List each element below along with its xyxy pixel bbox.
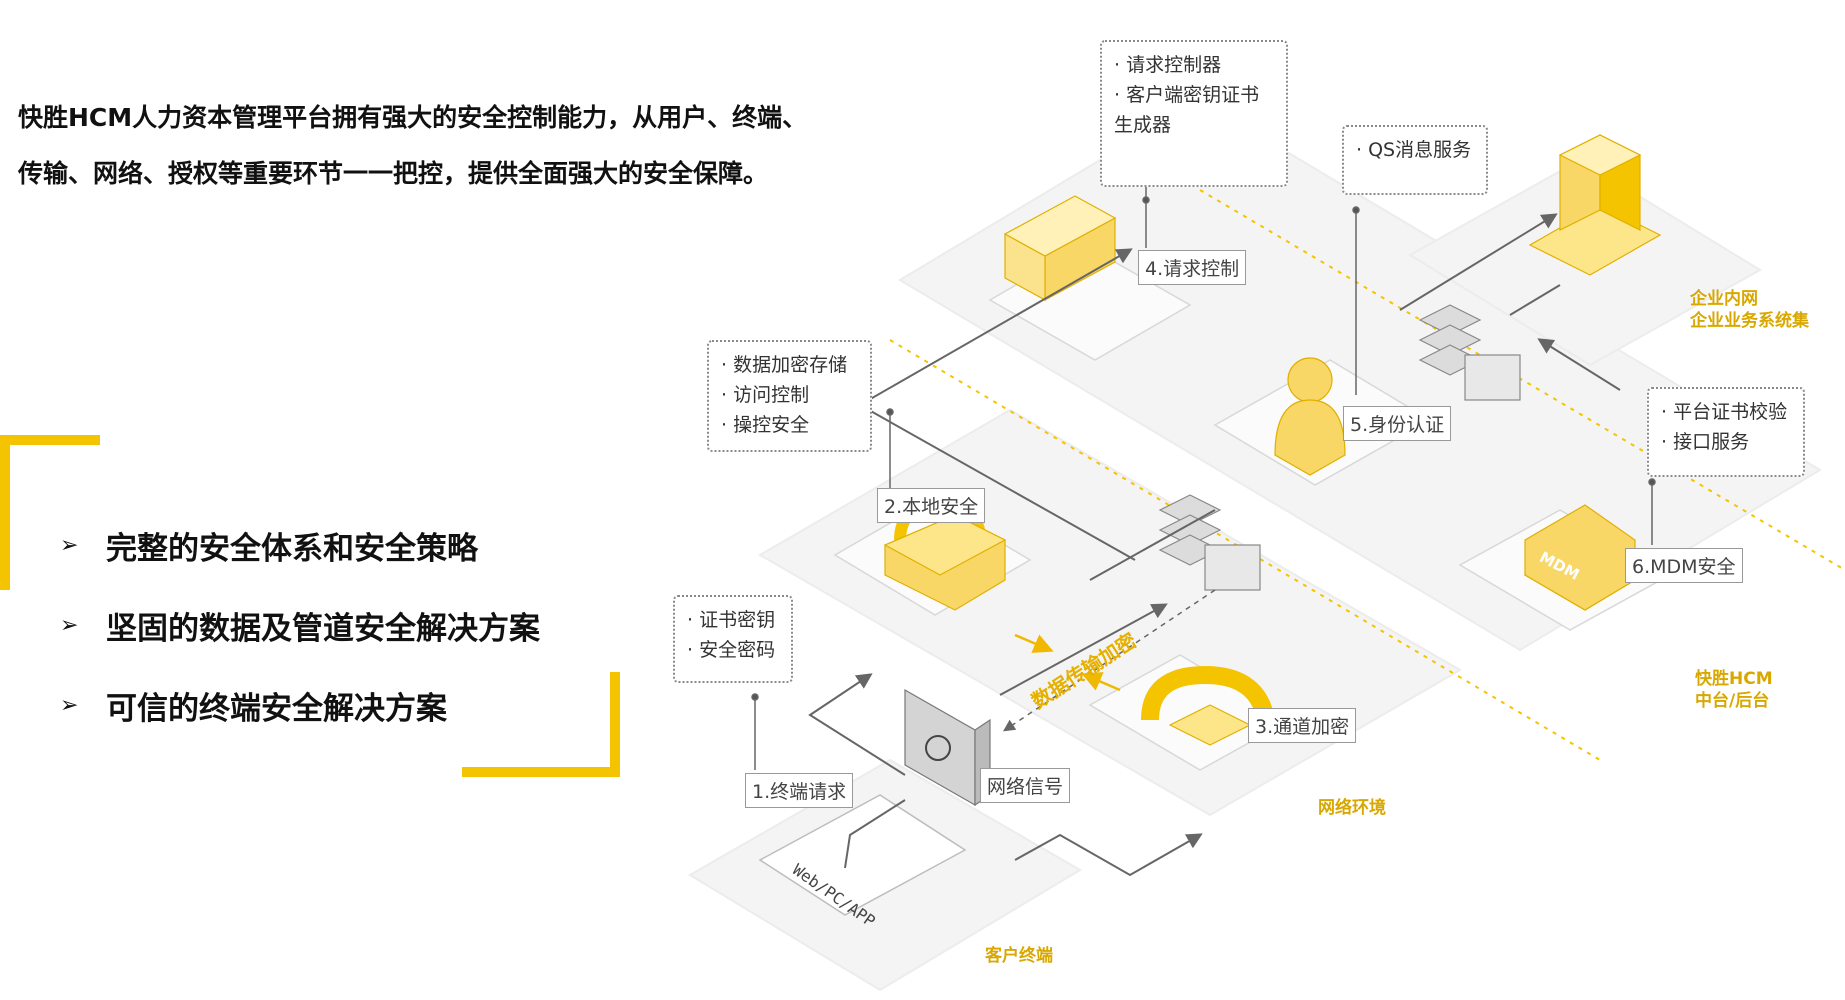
box-line: · 安全密码 (687, 639, 776, 661)
zone-label-client: 客户终端 (985, 946, 1053, 966)
tag-local-security: 2.本地安全 (877, 488, 986, 523)
request-box (1003, 195, 1117, 302)
feature-item: ➢ 完整的安全体系和安全策略 (60, 505, 540, 585)
box-line: · 证书密钥 (687, 609, 776, 631)
feature-text: 完整的安全体系和安全策略 (106, 530, 478, 567)
feature-item: ➢ 可信的终端安全解决方案 (60, 665, 540, 745)
zone-line: 企业内网 (1690, 289, 1758, 309)
arrow-bullet-icon: ➢ (60, 532, 79, 558)
box-line: · 客户端密钥证书 (1114, 84, 1260, 106)
box-line: · QS消息服务 (1356, 139, 1472, 161)
feature-item: ➢ 坚固的数据及管道安全解决方案 (60, 585, 540, 665)
box-line: · 接口服务 (1661, 431, 1750, 453)
feature-text: 可信的终端安全解决方案 (106, 690, 447, 727)
info-box-request-controller: · 请求控制器 · 客户端密钥证书 生成器 (1100, 40, 1288, 187)
box-line: · 操控安全 (721, 414, 810, 436)
feature-list: ➢ 完整的安全体系和安全策略 ➢ 坚固的数据及管道安全解决方案 ➢ 可信的终端安… (60, 505, 540, 745)
bracket-top-left (0, 435, 100, 590)
zone-line: 快胜HCM (1695, 669, 1773, 689)
arrow-bullet-icon: ➢ (60, 612, 79, 638)
arrow-bullet-icon: ➢ (60, 692, 79, 718)
info-box-platform: · 平台证书校验 · 接口服务 (1647, 387, 1805, 477)
tag-channel-encryption: 3.通道加密 (1248, 708, 1357, 743)
info-box-cert: · 证书密钥 · 安全密码 (673, 595, 793, 683)
tag-terminal-request: 1.终端请求 (745, 773, 854, 808)
server-middle (1158, 494, 1261, 591)
server-right (1418, 304, 1521, 401)
intro-line-1: 快胜HCM人力资本管理平台拥有强大的安全控制能力，从用户、终端、 (18, 103, 808, 132)
box-line: · 数据加密存储 (721, 354, 848, 376)
tag-request-control: 4.请求控制 (1138, 250, 1247, 285)
tag-identity-auth: 5.身份认证 (1343, 406, 1452, 441)
intro-line-2: 传输、网络、授权等重要环节一一把控，提供全面强大的安全保障。 (18, 159, 769, 188)
info-box-local-security: · 数据加密存储 · 访问控制 · 操控安全 (707, 340, 872, 452)
zone-label-hcm: 快胜HCM 中台/后台 (1695, 668, 1773, 712)
device-tile (758, 794, 967, 916)
identity-person (1274, 357, 1346, 476)
tag-network-signal: 网络信号 (980, 768, 1071, 803)
feature-text: 坚固的数据及管道安全解决方案 (106, 610, 540, 647)
zone-line: 中台/后台 (1695, 691, 1770, 711)
zone-line: 企业业务系统集 (1690, 311, 1809, 331)
box-line: · 请求控制器 (1114, 54, 1222, 76)
zone-label-network: 网络环境 (1318, 798, 1386, 818)
intranet-buildings (1528, 134, 1662, 276)
zone-label-intranet: 企业内网 企业业务系统集 (1690, 288, 1809, 332)
info-box-qs: · QS消息服务 (1342, 125, 1488, 195)
box-line: · 平台证书校验 (1661, 401, 1788, 423)
intro-text: 快胜HCM人力资本管理平台拥有强大的安全控制能力，从用户、终端、 传输、网络、授… (18, 90, 948, 202)
mdm-device (1523, 504, 1637, 611)
bracket-bottom-right (462, 672, 620, 777)
box-line: · 访问控制 (721, 384, 810, 406)
tag-mdm-security: 6.MDM安全 (1625, 548, 1743, 583)
box-line: 生成器 (1114, 114, 1172, 136)
